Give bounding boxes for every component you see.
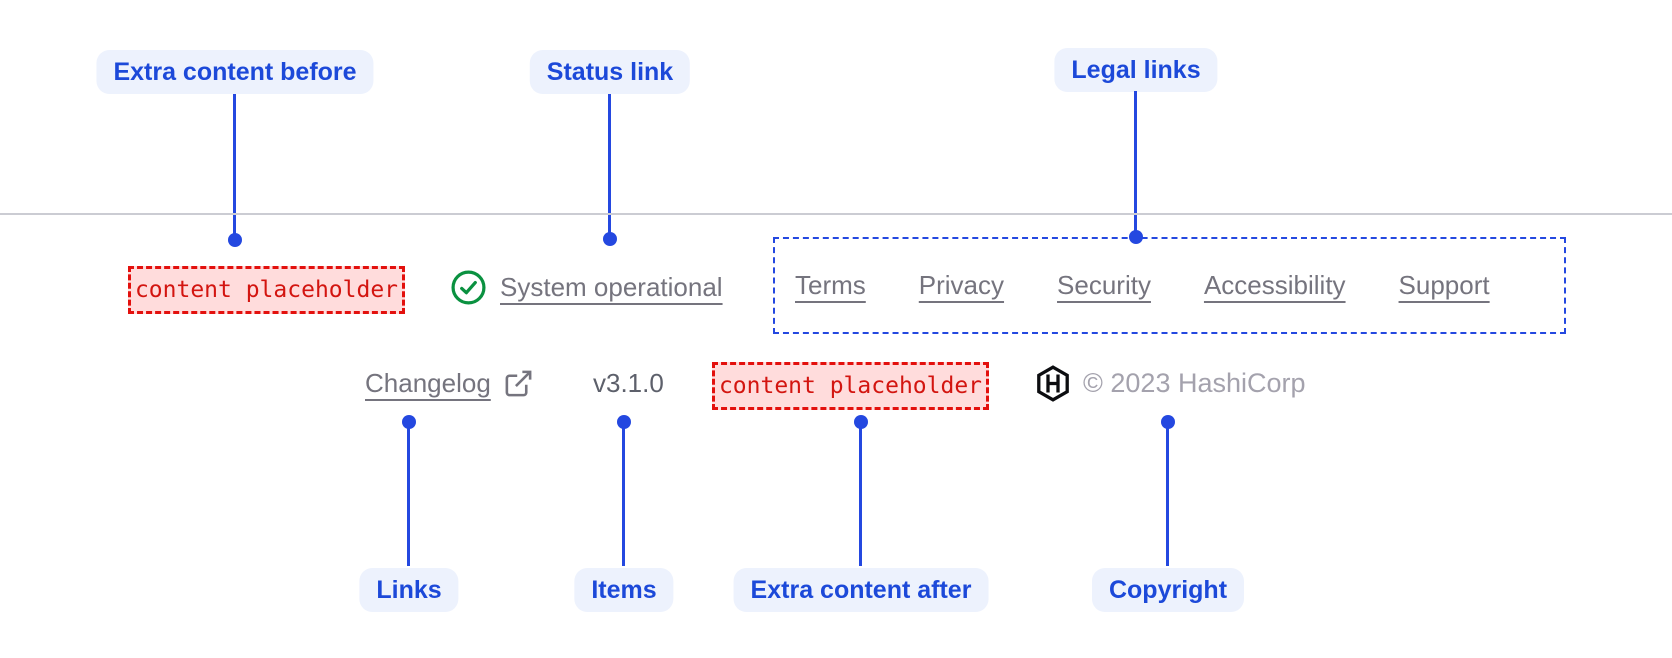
annotation-items: Items: [574, 568, 674, 612]
version-text: v3.1.0: [593, 367, 664, 398]
annotation-copyright: Copyright: [1091, 568, 1245, 612]
annotation-extra-content-before: Extra content before: [96, 50, 374, 94]
connector-extra-content-after: [859, 422, 862, 566]
hashicorp-logo-icon: [1036, 364, 1070, 402]
status-link-group[interactable]: System operational: [450, 262, 723, 312]
connector-copyright: [1166, 422, 1169, 566]
connector-status-link: [608, 94, 611, 239]
connector-extra-content-before: [233, 94, 236, 240]
external-link-icon: [503, 368, 534, 399]
changelog-link-group[interactable]: Changelog: [365, 358, 534, 408]
placeholder-text: content placeholder: [134, 277, 399, 303]
footer-top-divider: [0, 213, 1672, 215]
legal-link-accessibility[interactable]: Accessibility: [1203, 270, 1346, 300]
changelog-link[interactable]: Changelog: [365, 367, 491, 398]
copyright-text: © 2023 HashiCorp: [1083, 367, 1306, 398]
extra-content-before-placeholder: content placeholder: [128, 266, 405, 314]
legal-link-security[interactable]: Security: [1057, 270, 1151, 300]
status-link[interactable]: System operational: [500, 271, 723, 302]
legal-link-support[interactable]: Support: [1398, 270, 1490, 300]
annotation-status-link: Status link: [529, 50, 691, 94]
legal-link-terms[interactable]: Terms: [795, 270, 866, 300]
extra-content-after-placeholder: content placeholder: [712, 362, 989, 410]
placeholder-text: content placeholder: [718, 373, 983, 399]
version-item: v3.1.0: [593, 358, 664, 408]
connector-legal-links: [1134, 91, 1137, 237]
connector-links: [407, 422, 410, 566]
annotation-legal-links: Legal links: [1054, 48, 1218, 92]
annotation-links: Links: [359, 568, 459, 612]
legal-link-privacy[interactable]: Privacy: [918, 270, 1005, 300]
status-ok-icon: [450, 269, 487, 306]
copyright-group: © 2023 HashiCorp: [1036, 357, 1306, 409]
legal-links-region: Terms Privacy Security Accessibility Sup…: [773, 237, 1566, 334]
annotation-extra-content-after: Extra content after: [733, 568, 989, 612]
connector-items: [622, 422, 625, 566]
